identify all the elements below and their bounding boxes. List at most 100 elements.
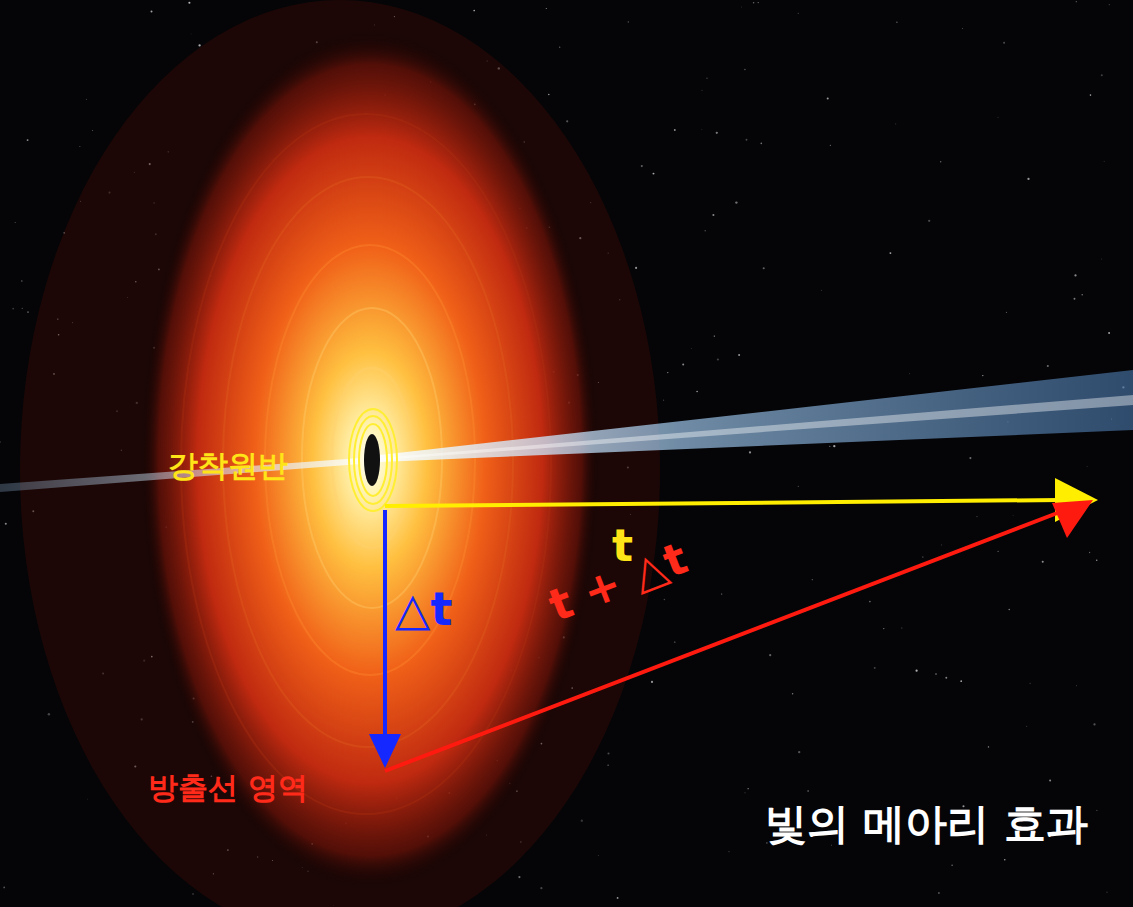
star <box>1108 4 1110 6</box>
star <box>833 445 835 447</box>
star <box>874 667 876 669</box>
star <box>746 139 748 141</box>
star <box>741 6 743 8</box>
star <box>5 523 7 525</box>
star <box>922 556 924 558</box>
star <box>664 599 666 601</box>
star <box>976 516 977 517</box>
star <box>935 673 937 675</box>
star <box>716 132 718 134</box>
star <box>641 165 643 167</box>
star <box>830 145 831 146</box>
edge-label: △t <box>395 582 452 636</box>
red-arrow-line <box>385 512 1060 771</box>
star <box>748 788 749 789</box>
accretion-disk <box>140 30 600 890</box>
star <box>812 579 813 580</box>
star <box>1093 723 1095 725</box>
jet-right-faint <box>380 395 1133 460</box>
star <box>1108 332 1110 334</box>
star <box>663 399 665 401</box>
star <box>701 128 703 130</box>
star <box>704 230 706 232</box>
star <box>701 89 703 91</box>
star <box>674 129 676 131</box>
accretion-disk-label-area: 강착원반 <box>160 436 400 510</box>
star <box>635 267 637 269</box>
star <box>597 854 599 856</box>
star <box>581 820 583 822</box>
star <box>190 33 192 35</box>
accretion-ring <box>349 409 397 511</box>
star <box>1086 466 1088 468</box>
star <box>1027 178 1029 180</box>
star <box>744 69 746 71</box>
star <box>938 892 940 894</box>
star <box>744 792 745 793</box>
star <box>546 8 547 9</box>
star <box>540 887 542 889</box>
black-hole-core <box>364 434 380 486</box>
star <box>829 446 830 447</box>
star <box>690 348 692 350</box>
star <box>192 893 194 895</box>
star <box>548 94 550 96</box>
star <box>1049 779 1051 781</box>
star <box>1047 365 1049 367</box>
yellow-arrow-line <box>385 500 1060 506</box>
star <box>1003 42 1005 44</box>
star <box>518 876 520 878</box>
star <box>760 142 762 144</box>
arrowhead <box>369 734 401 768</box>
star <box>807 790 808 791</box>
star <box>1101 74 1103 76</box>
region-label: 강착원반 <box>160 436 288 487</box>
star <box>651 681 653 683</box>
star <box>1089 552 1090 553</box>
star <box>1076 685 1078 687</box>
star <box>735 201 737 203</box>
star <box>674 641 676 643</box>
star <box>566 120 568 122</box>
star <box>86 99 87 100</box>
star <box>607 752 609 754</box>
star <box>827 97 829 99</box>
star <box>895 123 896 124</box>
star <box>940 544 942 546</box>
star <box>1012 515 1014 517</box>
star <box>1106 892 1107 893</box>
star <box>1081 294 1083 296</box>
star <box>696 391 698 393</box>
star <box>608 765 609 766</box>
star <box>92 130 93 131</box>
jet-right <box>380 370 1133 462</box>
region-label: 방출선 영역 <box>140 768 308 809</box>
star <box>758 2 759 3</box>
star <box>797 485 799 487</box>
star <box>712 214 714 216</box>
star <box>1104 161 1105 162</box>
star <box>1074 298 1076 300</box>
star <box>798 13 799 14</box>
star <box>997 116 999 118</box>
star <box>982 375 983 376</box>
star <box>962 27 964 29</box>
star <box>27 139 29 141</box>
star <box>21 280 23 282</box>
star <box>1090 94 1092 96</box>
star <box>945 677 947 679</box>
star <box>628 21 629 22</box>
star <box>667 372 668 373</box>
star <box>0 441 1 443</box>
star <box>998 551 999 552</box>
star <box>883 628 884 629</box>
star <box>48 713 50 715</box>
star <box>188 2 190 4</box>
star <box>714 335 715 336</box>
star <box>969 457 971 459</box>
time-delay-arrow <box>369 510 401 768</box>
star <box>763 267 765 269</box>
star <box>1074 274 1076 276</box>
star <box>1042 561 1044 563</box>
star <box>960 680 962 682</box>
